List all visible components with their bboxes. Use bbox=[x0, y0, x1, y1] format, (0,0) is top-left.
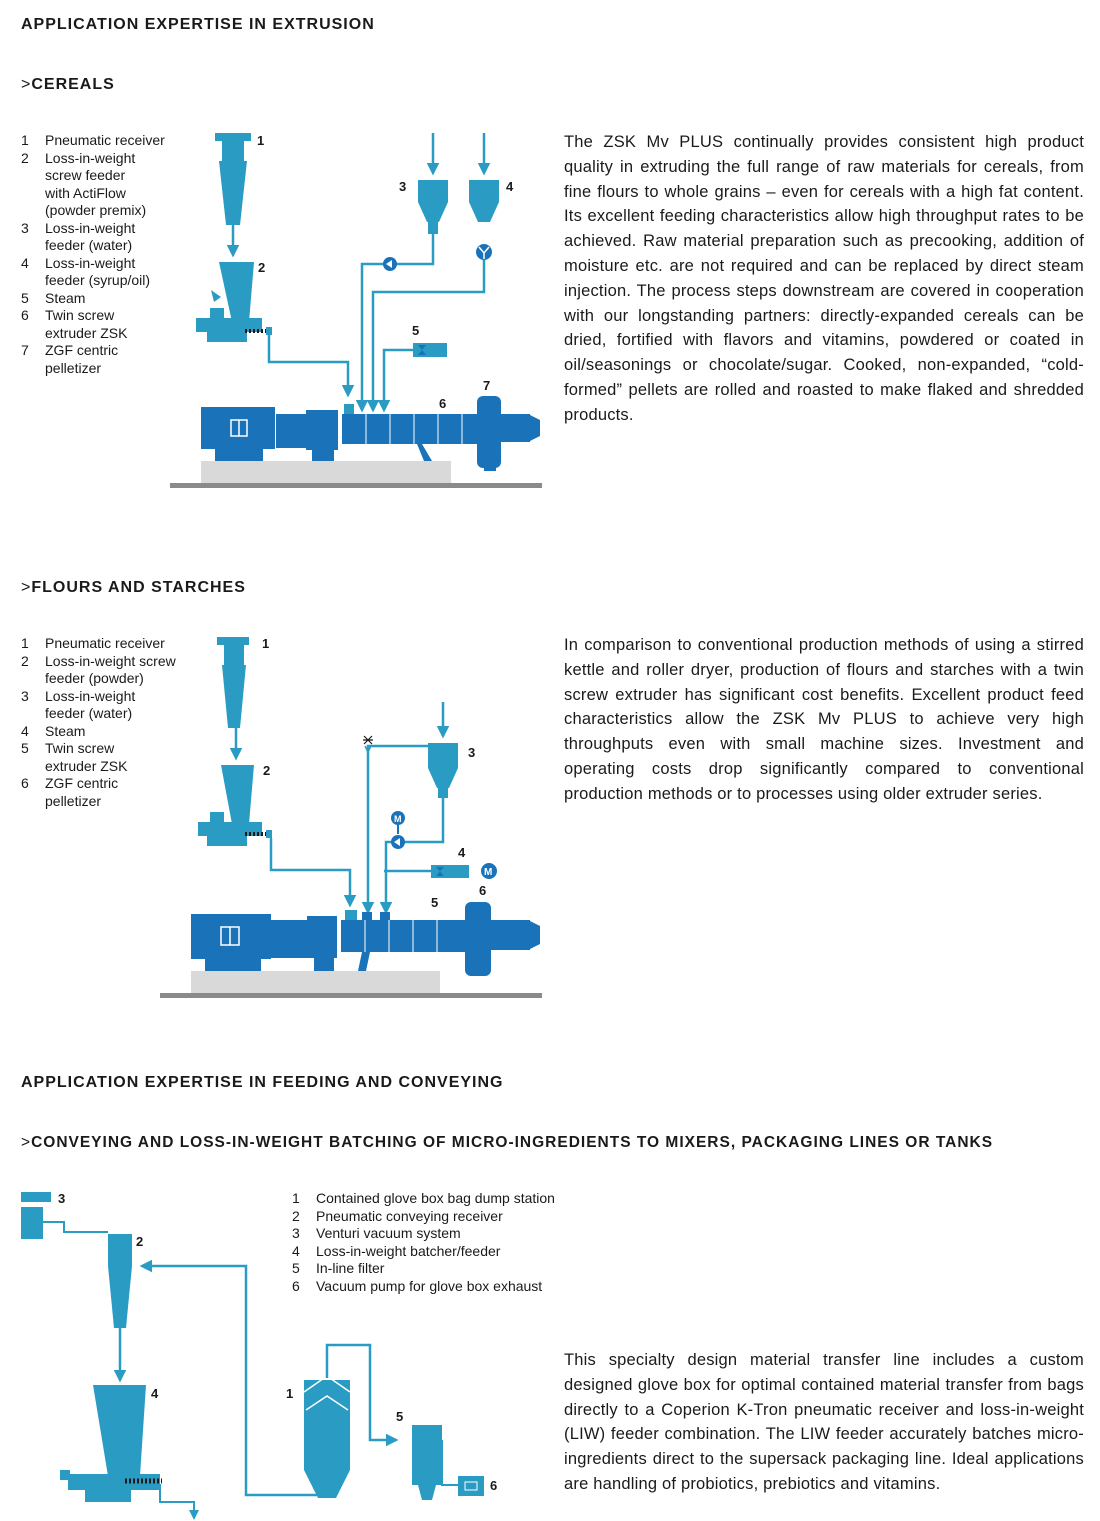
cereals-process-diagram: 1 2 3 4 5 6 7 bbox=[170, 133, 542, 488]
cereals-paragraph: The ZSK Mv PLUS continually provides con… bbox=[564, 133, 1084, 424]
water-feeder: M bbox=[361, 702, 458, 915]
floor-line bbox=[160, 993, 542, 998]
pneumatic-receiver bbox=[217, 637, 249, 761]
centric-pelletizer bbox=[465, 902, 540, 976]
diagram-label: 3 bbox=[468, 745, 475, 760]
section-heading-cereals: >CEREALS bbox=[21, 76, 115, 93]
diagram-label: 1 bbox=[262, 636, 269, 651]
section-heading-conveying: >CONVEYING AND LOSS-IN-WEIGHT BATCHING O… bbox=[21, 1134, 994, 1151]
machine-base bbox=[191, 971, 440, 993]
diagram-label: 7 bbox=[483, 378, 490, 393]
venturi-vacuum-system bbox=[21, 1192, 108, 1239]
diagram-label: 1 bbox=[257, 133, 264, 148]
diagram-label: 6 bbox=[490, 1478, 497, 1493]
centric-pelletizer bbox=[477, 396, 540, 471]
motor-label: M bbox=[484, 867, 492, 878]
diagram-label: 5 bbox=[431, 895, 438, 910]
diagram-label: 2 bbox=[136, 1234, 143, 1249]
diagram-label: 3 bbox=[58, 1191, 65, 1206]
twin-screw-extruder bbox=[191, 910, 475, 971]
syrup-feeder bbox=[366, 133, 499, 413]
chevron-right-icon: > bbox=[21, 76, 32, 93]
diagram-label: 4 bbox=[506, 179, 514, 194]
page-title: APPLICATION EXPERTISE IN EXTRUSION bbox=[21, 16, 375, 33]
floor-line bbox=[170, 483, 542, 488]
steam-valve bbox=[377, 343, 447, 413]
diagram-label: 6 bbox=[479, 883, 486, 898]
diagram-label: 2 bbox=[258, 260, 265, 275]
diagram-label: 4 bbox=[151, 1386, 159, 1401]
diagram-label: 6 bbox=[439, 396, 446, 411]
loss-in-weight-batcher bbox=[60, 1385, 199, 1520]
motor-label: M bbox=[394, 814, 402, 824]
steam-valve: M bbox=[384, 863, 497, 879]
chevron-right-icon: > bbox=[21, 579, 32, 596]
water-feeder bbox=[355, 133, 448, 413]
screw-feeder bbox=[198, 765, 357, 908]
pneumatic-receiver bbox=[215, 133, 251, 258]
section-heading-flours: >FLOURS AND STARCHES bbox=[21, 579, 246, 596]
diagram-label: 5 bbox=[396, 1409, 403, 1424]
diagram-label: 2 bbox=[263, 763, 270, 778]
chevron-right-icon: > bbox=[21, 1134, 32, 1151]
glove-box-bag-dump-station bbox=[303, 1343, 399, 1498]
screw-feeder bbox=[196, 262, 355, 398]
flours-paragraph: In comparison to conventional production… bbox=[564, 636, 1084, 803]
machine-base bbox=[201, 461, 451, 483]
diagram-label: 4 bbox=[458, 845, 466, 860]
pneumatic-conveying-receiver bbox=[108, 1234, 132, 1383]
twin-screw-extruder bbox=[201, 404, 482, 461]
conveying-paragraph: This specialty design material transfer … bbox=[564, 1351, 1084, 1493]
feeding-title: APPLICATION EXPERTISE IN FEEDING AND CON… bbox=[21, 1074, 504, 1091]
in-line-filter bbox=[412, 1425, 450, 1500]
vacuum-pump bbox=[450, 1476, 484, 1496]
diagram-label: 3 bbox=[399, 179, 406, 194]
diagram-label: 5 bbox=[412, 323, 419, 338]
flours-process-diagram: M M 1 2 3 4 bbox=[160, 636, 542, 998]
diagram-label: 1 bbox=[286, 1386, 293, 1401]
